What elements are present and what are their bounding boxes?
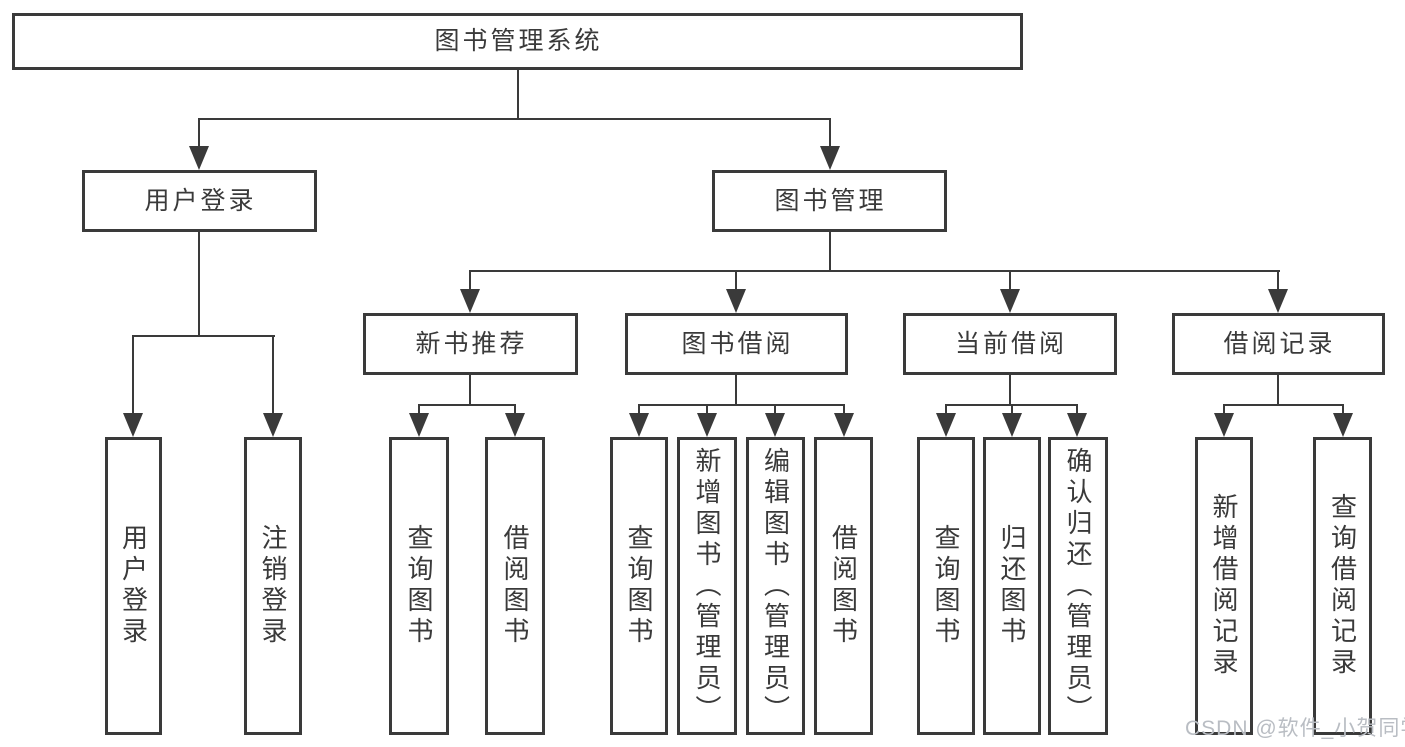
connector-line-v — [418, 404, 420, 416]
node-leaf-query-books-3: 查询图书 — [917, 437, 975, 735]
connector-line-v — [843, 404, 845, 416]
node-label: 当前借阅 — [954, 329, 1067, 358]
node-label: 查询图书 — [624, 524, 654, 648]
node-leaf-add-books-admin: 新增图书（管理员） — [677, 437, 737, 735]
node-new-book-recommend: 新书推荐 — [363, 313, 578, 375]
connector-line-v — [198, 118, 200, 150]
node-book-management: 图书管理 — [712, 170, 947, 232]
arrow-down-icon — [460, 289, 480, 313]
arrow-down-icon — [1002, 413, 1022, 437]
node-label: 查询图书 — [404, 524, 434, 648]
node-user-login: 用户登录 — [82, 170, 317, 232]
node-label: 归还图书 — [997, 524, 1027, 648]
connector-line-v — [272, 335, 274, 417]
node-label: 查询图书 — [931, 524, 961, 648]
csdn-watermark: CSDN @软件_小贺同学 — [1185, 717, 1405, 740]
arrow-down-icon — [1268, 289, 1288, 313]
connector-line-v — [469, 375, 471, 406]
connector-line-v — [1342, 404, 1344, 416]
node-label: 新增图书（管理员） — [692, 446, 722, 726]
node-leaf-logout: 注销登录 — [244, 437, 302, 735]
arrow-down-icon — [1000, 289, 1020, 313]
connector-line-v — [1277, 270, 1279, 292]
node-label: 编辑图书（管理员） — [760, 446, 791, 726]
connector-line-h — [198, 118, 831, 120]
node-leaf-query-borrow-record: 查询借阅记录 — [1313, 437, 1372, 735]
connector-line-v — [735, 270, 737, 292]
node-root-library-system: 图书管理系统 — [12, 13, 1023, 70]
arrow-down-icon — [1333, 413, 1353, 437]
connector-line-v — [774, 404, 776, 416]
node-leaf-return-books: 归还图书 — [983, 437, 1041, 735]
connector-line-v — [829, 231, 831, 272]
connector-line-h — [418, 404, 516, 406]
arrow-down-icon — [189, 146, 209, 170]
connector-line-v — [735, 375, 737, 406]
connector-line-v — [1009, 270, 1011, 292]
connector-line-h — [132, 335, 275, 337]
node-leaf-confirm-return-admin: 确认归还（管理员） — [1048, 437, 1108, 735]
arrow-down-icon — [123, 413, 143, 437]
node-label: 查询借阅记录 — [1327, 493, 1358, 679]
node-leaf-edit-books-admin: 编辑图书（管理员） — [746, 437, 805, 735]
node-label: 用户登录 — [144, 186, 257, 215]
node-leaf-borrow-books-1: 借阅图书 — [485, 437, 545, 735]
node-leaf-add-borrow-record: 新增借阅记录 — [1195, 437, 1253, 735]
arrow-down-icon — [263, 413, 283, 437]
connector-line-v — [945, 404, 947, 416]
connector-line-v — [1076, 404, 1078, 416]
node-label: 图书管理系统 — [434, 27, 603, 55]
node-leaf-query-books-1: 查询图书 — [389, 437, 449, 735]
node-label: 借阅图书 — [828, 524, 859, 648]
connector-line-v — [132, 335, 134, 417]
arrow-down-icon — [1067, 413, 1087, 437]
connector-line-v — [469, 270, 471, 292]
connector-line-h — [1223, 404, 1344, 406]
connector-line-h — [469, 270, 1280, 272]
connector-line-v — [198, 231, 200, 336]
connector-line-v — [829, 118, 831, 150]
connector-line-v — [514, 404, 516, 416]
node-borrow-records: 借阅记录 — [1172, 313, 1385, 375]
connector-line-v — [1223, 404, 1225, 416]
arrow-down-icon — [1214, 413, 1234, 437]
node-book-borrow: 图书借阅 — [625, 313, 848, 375]
arrow-down-icon — [697, 413, 717, 437]
arrow-down-icon — [629, 413, 649, 437]
connector-line-v — [517, 69, 519, 120]
node-label: 图书借阅 — [681, 329, 794, 358]
connector-line-v — [1011, 404, 1013, 416]
connector-line-v — [1009, 375, 1011, 406]
node-leaf-borrow-books-2: 借阅图书 — [814, 437, 873, 735]
node-label: 用户登录 — [118, 524, 149, 648]
connector-line-v — [706, 404, 708, 416]
arrow-down-icon — [765, 413, 785, 437]
node-label: 确认归还（管理员） — [1063, 446, 1093, 726]
node-label: 新增借阅记录 — [1209, 493, 1239, 679]
arrow-down-icon — [936, 413, 956, 437]
node-label: 借阅记录 — [1223, 329, 1336, 358]
node-label: 图书管理 — [774, 186, 887, 215]
node-label: 新书推荐 — [415, 329, 528, 358]
arrow-down-icon — [505, 413, 525, 437]
arrow-down-icon — [820, 146, 840, 170]
node-current-borrow: 当前借阅 — [903, 313, 1117, 375]
node-label: 借阅图书 — [500, 524, 530, 648]
arrow-down-icon — [726, 289, 746, 313]
connector-line-h — [638, 404, 845, 406]
node-leaf-user-login: 用户登录 — [105, 437, 162, 735]
connector-line-v — [638, 404, 640, 416]
connector-line-v — [1277, 375, 1279, 406]
arrow-down-icon — [834, 413, 854, 437]
arrow-down-icon — [409, 413, 429, 437]
node-leaf-query-books-2: 查询图书 — [610, 437, 668, 735]
node-label: 注销登录 — [258, 524, 288, 648]
